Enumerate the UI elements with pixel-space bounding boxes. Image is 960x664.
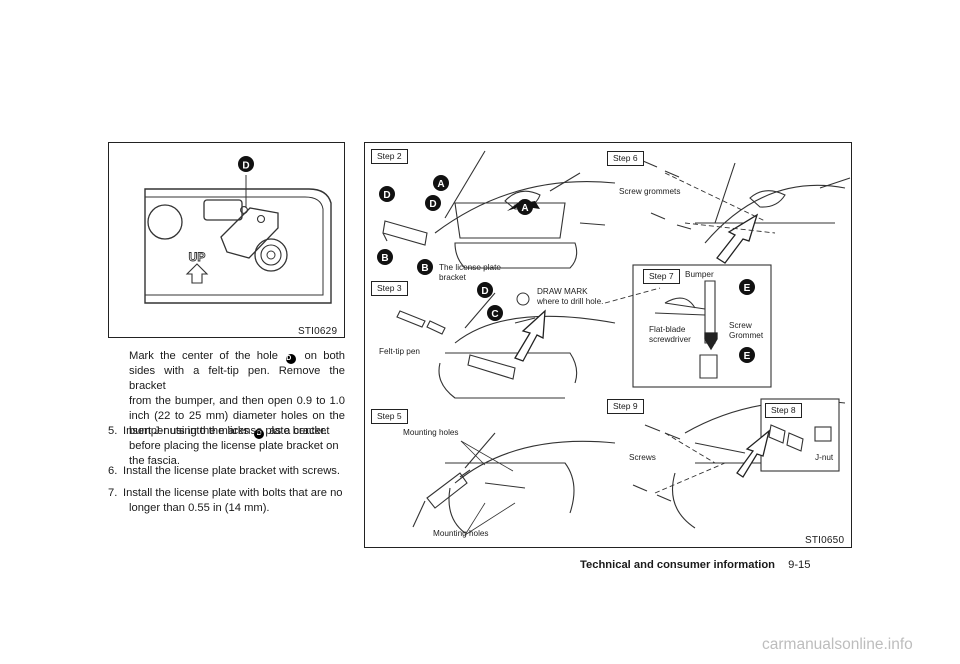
para-line3: from the bumper, and then open 0.9 to 1.… xyxy=(129,395,345,408)
label-mounting-holes: Mounting holes xyxy=(403,428,459,437)
para-line1-a: Mark the center of the hole xyxy=(129,350,278,362)
list-item-5: 5. Insert J-nuts into the license plate … xyxy=(108,424,348,470)
label-bracket-2: bracket xyxy=(439,273,466,282)
installation-steps-illustration: A A B B C D D D E E xyxy=(377,150,851,536)
para-line1-b: on both xyxy=(304,350,346,362)
page-number: 9-15 xyxy=(788,559,811,571)
marker-d: D xyxy=(383,190,390,201)
para-line5-a: bumper using the marks xyxy=(129,425,250,438)
marker-d: D xyxy=(242,161,249,172)
marker-a: A xyxy=(437,179,444,190)
item-number: 7. xyxy=(108,487,118,499)
item-line: longer than 0.55 in (14 mm). xyxy=(129,502,270,514)
list-item-7: 7. Install the license plate with bolts … xyxy=(108,486,348,518)
step-label: Step 9 xyxy=(607,399,644,414)
item-number: 5. xyxy=(108,425,118,437)
label-bracket-1: The license plate xyxy=(439,263,501,272)
marker-b: B xyxy=(421,263,428,274)
label-screws: Screws xyxy=(629,453,656,462)
item-line: before placing the license plate bracket… xyxy=(129,440,339,452)
marker-d: D xyxy=(481,286,488,297)
section-title: Technical and consumer information xyxy=(580,559,775,571)
list-item-6: 6. Install the license plate bracket wit… xyxy=(108,464,348,480)
label-flat-blade-2: screwdriver xyxy=(649,335,691,344)
step-label: Step 3 xyxy=(371,281,408,296)
marker-c: C xyxy=(491,309,498,320)
para-line2: sides with a felt-tip pen. Remove the br… xyxy=(129,365,345,393)
figure-id: STI0650 xyxy=(805,535,845,546)
marker-d-badge: D xyxy=(254,429,265,440)
label-draw-2: where to drill hole. xyxy=(537,297,604,306)
watermark: carmanualsonline.info xyxy=(762,636,913,653)
step-label: Step 5 xyxy=(371,409,408,424)
label-screw-grommets: Screw grommets xyxy=(619,187,681,196)
item-line: Insert J-nuts into the license plate bra… xyxy=(123,425,330,437)
item-number: 6. xyxy=(108,465,118,477)
marker-e: E xyxy=(744,351,751,362)
label-felt-tip-pen: Felt-tip pen xyxy=(379,347,420,356)
figure-sti0629: D UP STI0629 xyxy=(108,142,345,338)
instruction-paragraph: Mark the center of the hole D on both si… xyxy=(129,349,345,440)
figure-id: STI0629 xyxy=(298,326,338,337)
item-line: Install the license plate with bolts tha… xyxy=(123,487,343,499)
label-flat-blade-1: Flat-blade xyxy=(649,325,686,334)
step-label: Step 2 xyxy=(371,149,408,164)
marker-e: E xyxy=(744,283,751,294)
page-footer: Technical and consumer information 9-15 xyxy=(580,559,811,571)
item-line: the fascia. xyxy=(129,455,180,467)
marker-a: A xyxy=(521,203,528,214)
step-label: Step 8 xyxy=(765,403,802,418)
label-mounting-holes: Mounting holes xyxy=(433,529,489,538)
up-text: UP xyxy=(189,250,206,264)
label-screw: Screw xyxy=(729,321,752,330)
para-line4: inch (22 to 25 mm) diameter holes on the xyxy=(129,410,345,423)
label-bumper: Bumper xyxy=(685,270,714,279)
label-j-nut: J-nut xyxy=(815,453,834,462)
figure-sti0650: A A B B C D D D E E Step 2 Step 3 Step 5… xyxy=(364,142,852,548)
label-grommet: Grommet xyxy=(729,331,764,340)
item-line: Install the license plate bracket with s… xyxy=(123,465,341,477)
license-plate-bracket-illustration: D UP xyxy=(144,156,332,304)
step-label: Step 6 xyxy=(607,151,644,166)
step-label: Step 7 xyxy=(643,269,680,284)
marker-d-badge: D xyxy=(286,354,297,364)
marker-d: D xyxy=(429,199,436,210)
label-draw-1: DRAW MARK xyxy=(537,287,588,296)
para-line5-b: as a center. xyxy=(269,425,328,438)
marker-b: B xyxy=(381,253,388,264)
